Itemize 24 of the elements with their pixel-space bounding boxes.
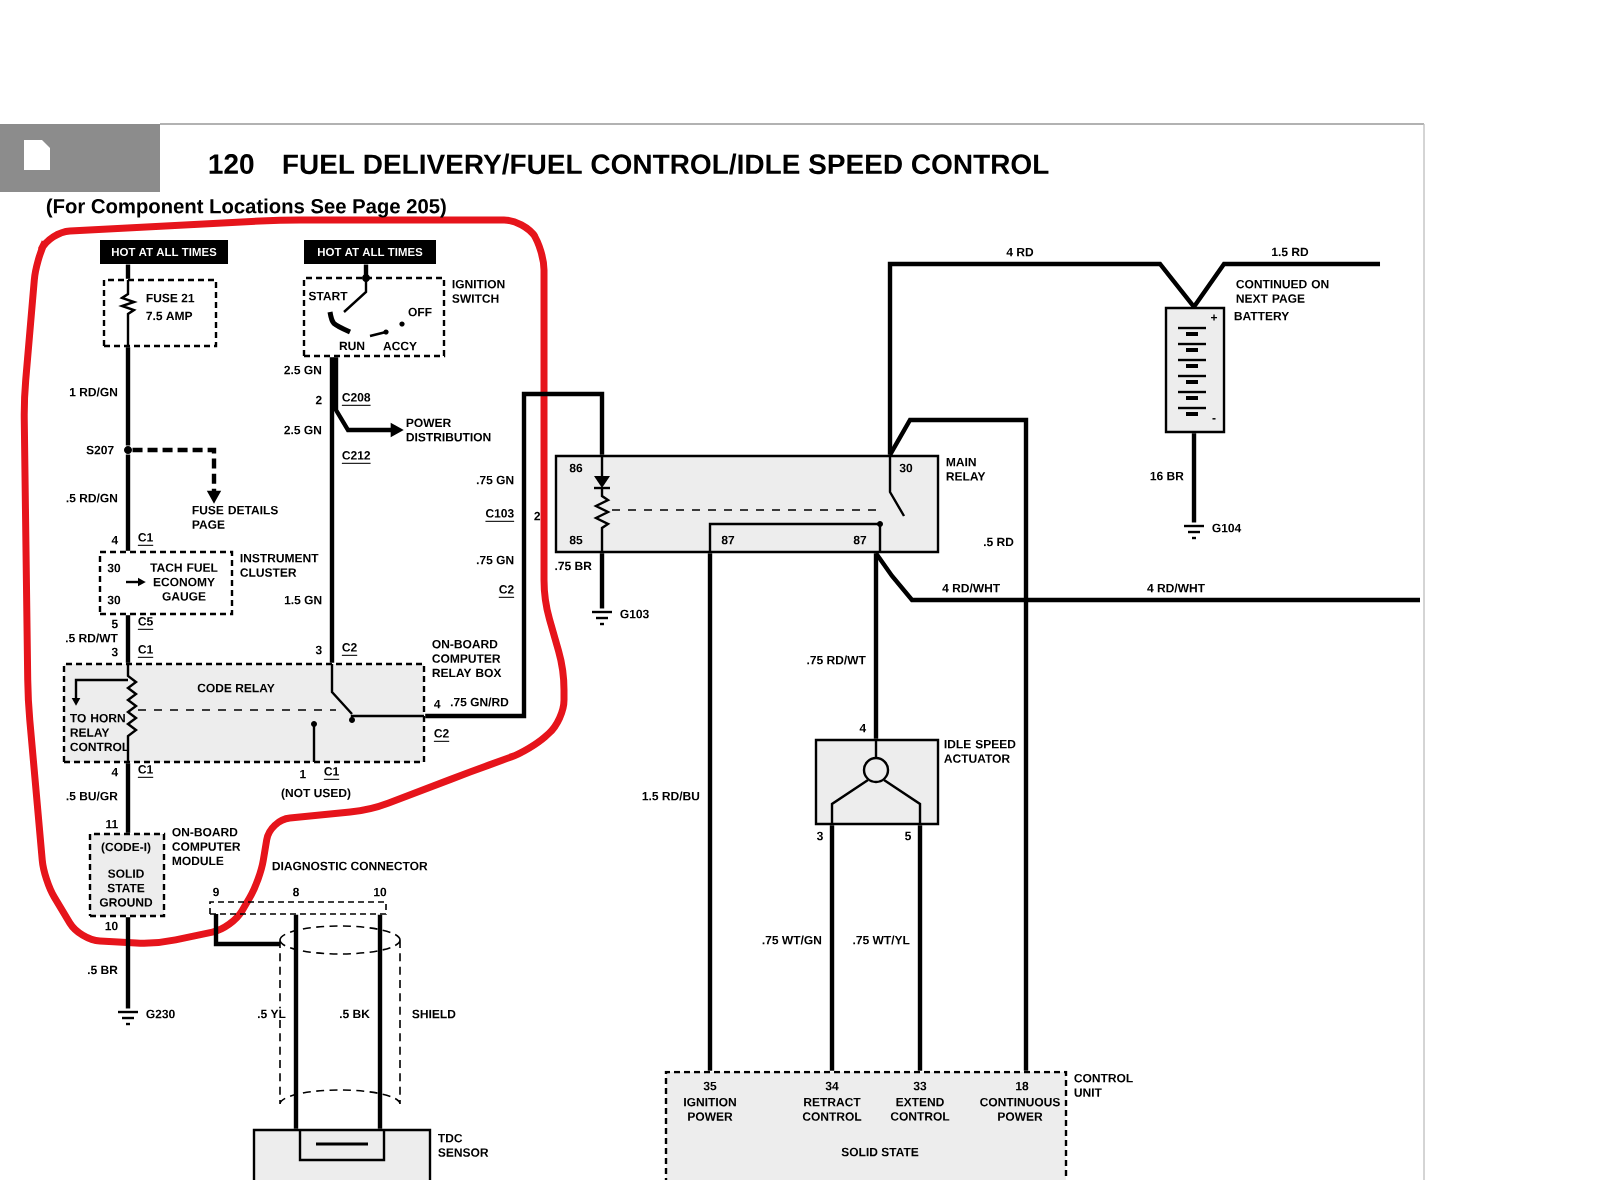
page-number: 120: [209, 154, 254, 174]
wire: [125, 264, 131, 279]
wire: [887, 261, 1196, 455]
wire: [125, 917, 131, 1009]
wire: [329, 357, 335, 663]
subtitle: (For Component Locations See Page 205): [46, 198, 446, 218]
wire: [874, 551, 1420, 603]
wire: [125, 763, 131, 833]
wire: [599, 553, 605, 609]
wire: [125, 615, 131, 663]
wire: [917, 825, 923, 1071]
wire: [829, 825, 835, 1071]
wire: [363, 264, 369, 277]
wire: [888, 417, 1029, 1071]
wire: [707, 553, 713, 1071]
title: FUEL DELIVERY/FUEL CONTROL/IDLE SPEED CONTROL: [283, 153, 1049, 175]
wire: [873, 553, 879, 739]
wire: [1191, 433, 1197, 523]
wire: [293, 914, 299, 1129]
wire: [1192, 261, 1380, 309]
wire: [425, 391, 605, 719]
wire: [125, 347, 131, 446]
wire: [125, 454, 131, 551]
wire: [377, 914, 383, 1129]
